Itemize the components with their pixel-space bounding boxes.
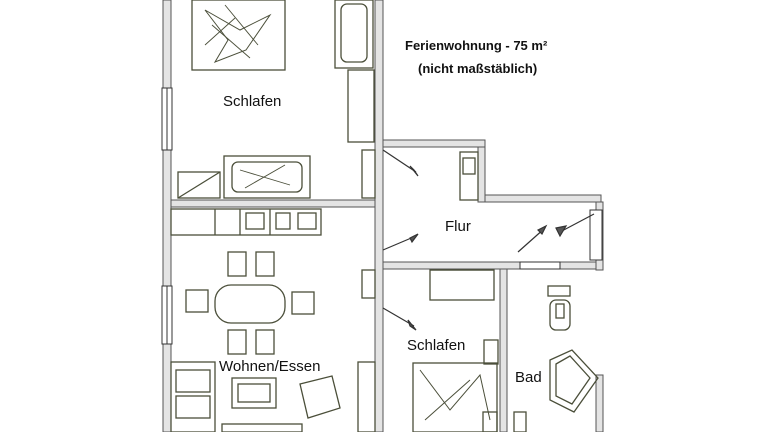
doors <box>382 149 595 331</box>
plan-title: Ferienwohnung - 75 m² <box>405 38 548 53</box>
room-label-schlafen-upper: Schlafen <box>223 93 282 110</box>
plan-subtitle: (nicht maßstäblich) <box>418 61 538 76</box>
furniture <box>170 0 599 432</box>
walls <box>162 0 604 432</box>
room-label-flur: Flur <box>445 218 471 235</box>
windows <box>161 87 603 345</box>
room-label-schlafen-lower: Schlafen <box>407 337 466 354</box>
room-label-bad: Bad <box>515 369 542 386</box>
room-label-wohnen-essen: Wohnen/Essen <box>219 358 321 375</box>
